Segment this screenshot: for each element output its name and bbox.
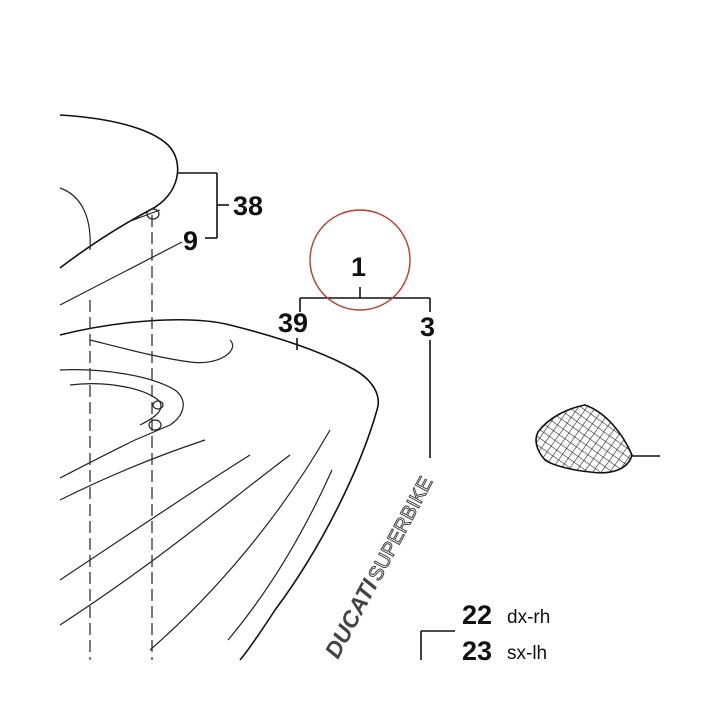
callout-38: 38 bbox=[233, 191, 263, 221]
brand-tagline: SUPERBIKE bbox=[364, 473, 437, 584]
bracket-1 bbox=[296, 287, 431, 458]
brand-decal: DUCATI SUPERBIKE bbox=[319, 473, 438, 663]
callout-9: 9 bbox=[183, 226, 198, 256]
callout-22: 22 bbox=[462, 600, 492, 630]
callout-23: 23 bbox=[462, 636, 492, 666]
label-left-hand: sx-lh bbox=[507, 643, 547, 664]
mesh-grille-part bbox=[535, 404, 660, 474]
callout-3: 3 bbox=[420, 312, 435, 342]
highlight-circle bbox=[309, 209, 411, 311]
bracket-22-23 bbox=[420, 630, 455, 660]
bracket-38-9 bbox=[178, 172, 229, 239]
fastener-lines bbox=[59, 215, 183, 660]
brand-name: DUCATI bbox=[319, 574, 382, 662]
seat-cover-drawing bbox=[59, 114, 179, 269]
label-right-hand: dx-rh bbox=[507, 607, 550, 628]
tail-body-drawing bbox=[59, 318, 379, 661]
callout-1: 1 bbox=[351, 252, 366, 282]
callout-39: 39 bbox=[278, 308, 308, 338]
